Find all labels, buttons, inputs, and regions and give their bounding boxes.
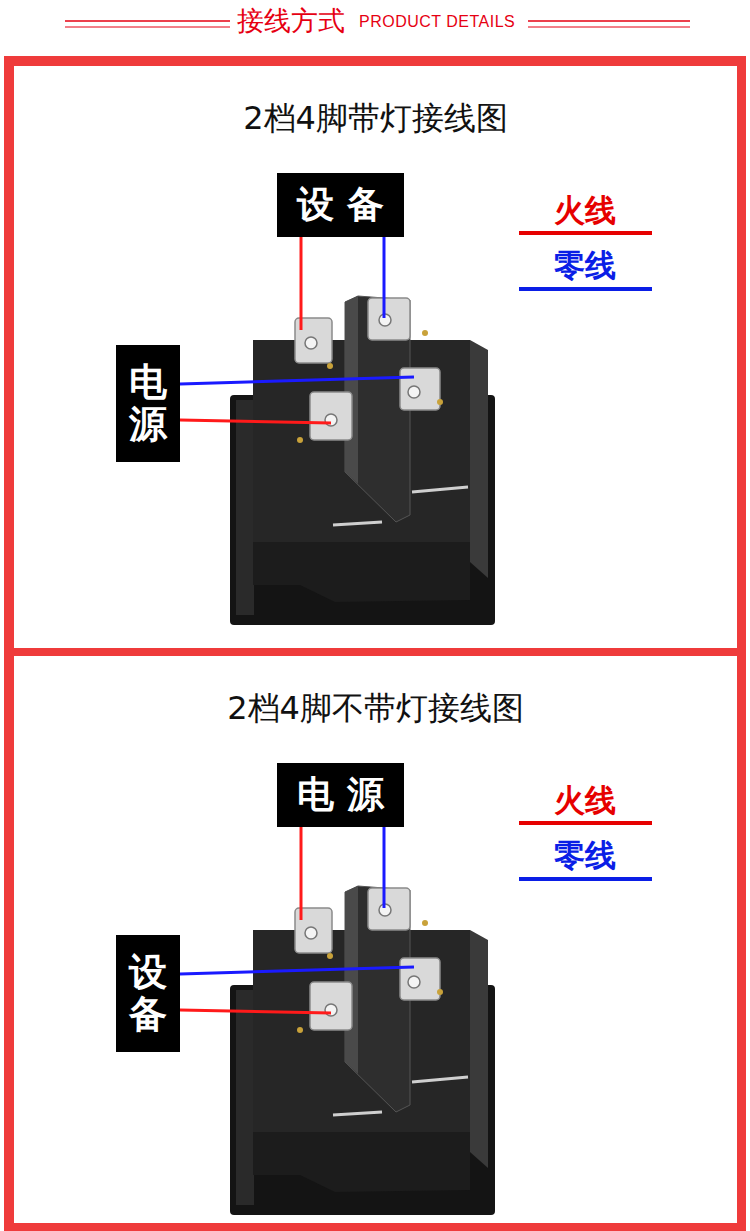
legend-text: 零线 [554,246,616,284]
legend-swatch [519,821,652,825]
legend-text: 零线 [554,836,616,874]
panel-title: 2档4脚不带灯接线图 [14,688,737,728]
header-rule [528,20,690,22]
header-rule [65,20,230,22]
legend-swatch [519,877,652,881]
label-tag: 设备 [116,935,180,1052]
legend-swatch [519,287,652,291]
tag-text: 电源 [129,362,167,446]
label-tag: 电源 [116,345,180,462]
label-tag: 设 备 [277,173,404,237]
header-title: 接线方式 [237,4,345,38]
rocker-switch [180,237,495,625]
tag-text: 设 备 [297,183,384,227]
legend-text: 火线 [554,781,616,819]
panel-ground [14,66,737,648]
panel-ground [14,656,737,1223]
label-tag: 电 源 [277,763,404,827]
header-rule [528,27,690,28]
rocker-switch [180,827,495,1215]
panel-title: 2档4脚带灯接线图 [14,98,737,138]
tag-text: 电 源 [297,773,384,817]
tag-text: 设备 [129,952,167,1036]
header-rule [65,27,230,28]
red-frame [4,56,746,1231]
diagram-panel: 2档4脚带灯接线图设 备电源 [14,66,737,648]
legend-text: 火线 [554,191,616,229]
header-subtitle: PRODUCT DETAILS [359,12,515,32]
legend-swatch [519,231,652,235]
diagram-panel: 2档4脚不带灯接线图电 源设备 [14,656,737,1223]
